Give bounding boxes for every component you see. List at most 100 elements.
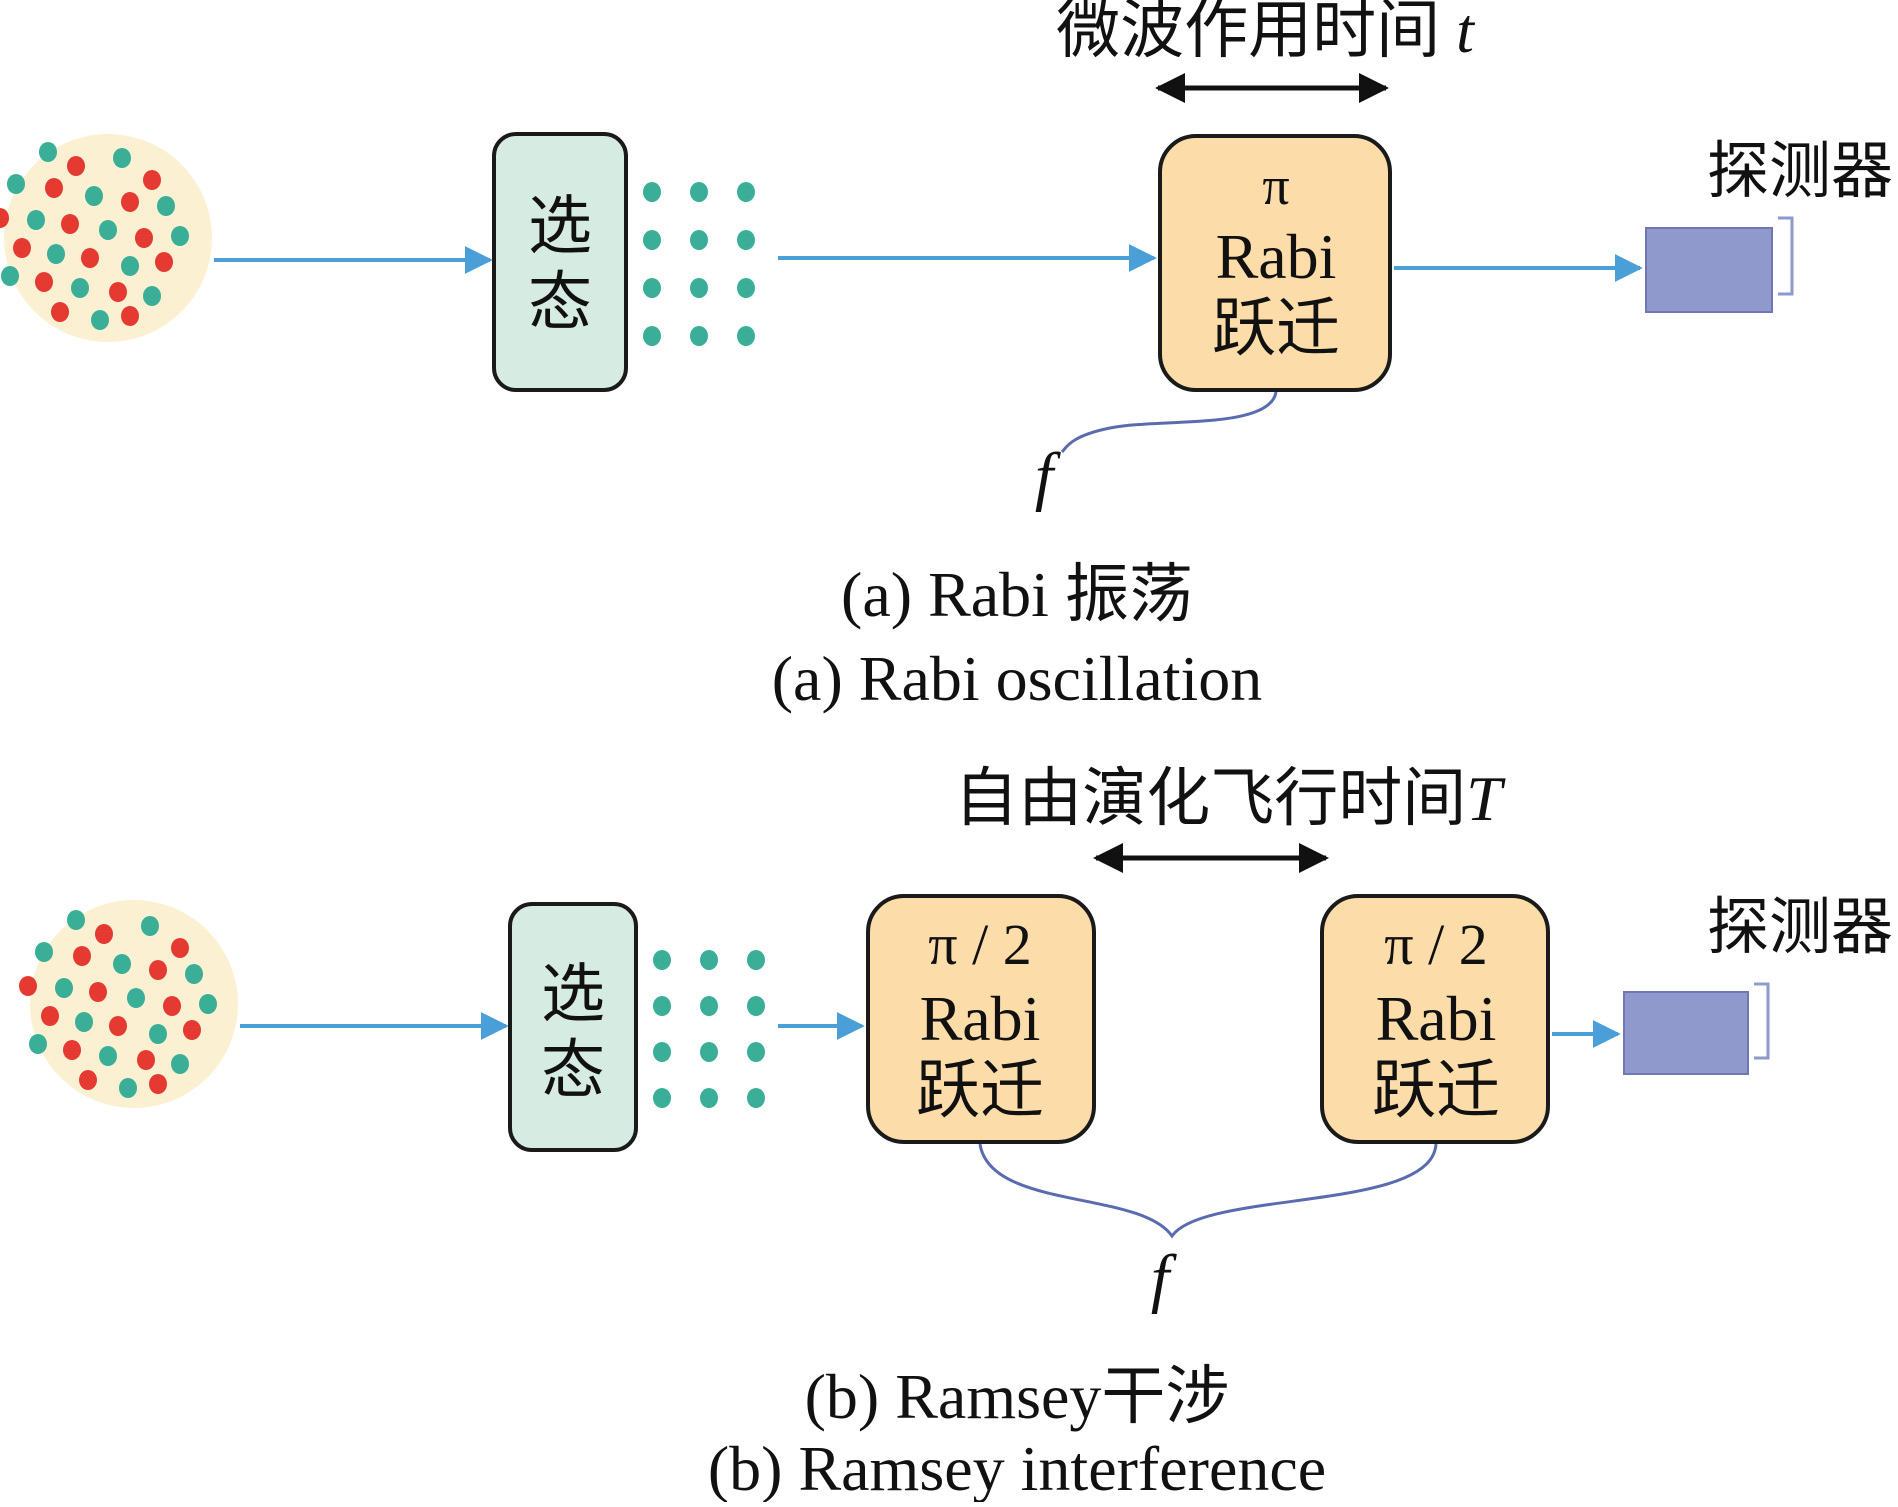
detector-b — [1623, 982, 1770, 1075]
atom-dot — [73, 946, 91, 966]
atom-dot — [747, 1088, 765, 1108]
state-select-box-a: 选 态 — [492, 132, 628, 392]
rabi-box-text: Rabi — [1216, 221, 1337, 292]
atom-dot — [35, 942, 53, 962]
panel-b: 选 态 自由演化飞行时间T π / 2 Rabi 跃迁 π / 2 Rabi 跃… — [19, 763, 1893, 1504]
select-box-text: 选 — [541, 959, 605, 1030]
atom-dot — [747, 1042, 765, 1062]
atom-dot — [0, 208, 9, 228]
rabi-transition-box-b1: π / 2 Rabi 跃迁 — [866, 894, 1096, 1144]
atom-dot — [185, 964, 203, 984]
atom-dot — [143, 286, 161, 306]
atom-dot — [643, 182, 661, 202]
atom-dot — [127, 988, 145, 1008]
atom-dot — [149, 1024, 167, 1044]
atom-dot — [99, 1046, 117, 1066]
atom-dot — [95, 924, 113, 944]
atom-dot — [747, 996, 765, 1016]
rabi-box-text: π — [1262, 156, 1289, 216]
atom-dot — [171, 1054, 189, 1074]
atom-dot — [41, 1006, 59, 1026]
atom-dot — [55, 978, 73, 998]
rabi-box-text: 跃迁 — [1372, 1055, 1500, 1126]
atom-dot — [71, 278, 89, 298]
frequency-label: f — [1035, 440, 1061, 513]
atom-cloud-a — [0, 134, 212, 342]
selected-atoms-grid — [643, 182, 755, 346]
atom-dot — [737, 182, 755, 202]
caption-b-en: (b) Ramsey interference — [708, 1433, 1326, 1502]
atom-dot — [27, 210, 45, 230]
atom-dot — [45, 178, 63, 198]
atom-dot — [39, 142, 57, 162]
rabi-transition-box-a: π Rabi 跃迁 — [1158, 134, 1392, 392]
atom-dot — [737, 278, 755, 298]
atom-dot — [747, 950, 765, 970]
select-box-text: 态 — [541, 1035, 605, 1106]
atom-dot — [690, 326, 708, 346]
caption-a-en: (a) Rabi oscillation — [772, 643, 1263, 714]
atom-dot — [67, 910, 85, 930]
atom-dot — [99, 220, 117, 240]
rabi-transition-box-b2: π / 2 Rabi 跃迁 — [1320, 894, 1550, 1144]
panel-a: 选 态 微波作用时间 t π Rabi 跃迁 f 探测器 (a) Rabi 振荡 — [0, 0, 1893, 714]
atom-dot — [121, 306, 139, 326]
atom-dot — [155, 252, 173, 272]
atom-dot — [63, 1040, 81, 1060]
atom-dot — [171, 938, 189, 958]
detector-label: 探测器 — [1707, 138, 1893, 206]
atom-dot — [35, 272, 53, 292]
atom-dot — [121, 192, 139, 212]
frequency-coupling-brace — [978, 1143, 1438, 1239]
atom-dot — [643, 278, 661, 298]
atom-dot — [47, 244, 65, 264]
atom-dot — [690, 182, 708, 202]
atom-dot — [85, 186, 103, 206]
atom-dot — [1, 266, 19, 286]
atom-dot — [653, 950, 671, 970]
atom-dot — [19, 976, 37, 996]
atom-dot — [700, 1042, 718, 1062]
atom-dot — [199, 994, 217, 1014]
atom-dot — [119, 1078, 137, 1098]
detector-a — [1645, 216, 1794, 313]
atom-dot — [157, 196, 175, 216]
atom-dot — [690, 278, 708, 298]
atom-dot — [653, 1042, 671, 1062]
atom-dot — [149, 960, 167, 980]
detector-label: 探测器 — [1707, 894, 1893, 962]
atom-dot — [653, 996, 671, 1016]
caption-b-cn: (b) Ramsey干涉 — [805, 1361, 1230, 1432]
atom-dot — [79, 1070, 97, 1090]
atom-dot — [700, 996, 718, 1016]
atom-cloud-b — [19, 900, 238, 1108]
rabi-box-text: π / 2 — [1384, 912, 1487, 977]
rabi-box-text: 跃迁 — [916, 1055, 1044, 1126]
atom-dot — [653, 1088, 671, 1108]
atom-dot — [113, 148, 131, 168]
atom-dot — [109, 282, 127, 302]
atom-dot — [91, 310, 109, 330]
frequency-coupling-line — [1060, 391, 1278, 454]
atom-dot — [75, 1012, 93, 1032]
caption-a-cn: (a) Rabi 振荡 — [841, 559, 1193, 630]
atom-dot — [643, 230, 661, 250]
atom-dot — [183, 1020, 201, 1040]
rabi-box-text: Rabi — [1376, 983, 1497, 1054]
atom-dot — [171, 226, 189, 246]
atom-dot — [13, 238, 31, 258]
atom-dot — [121, 256, 139, 276]
select-box-text: 选 — [528, 191, 592, 262]
rabi-box-text: 跃迁 — [1212, 293, 1340, 364]
atom-dot — [149, 1074, 167, 1094]
atom-dot — [700, 950, 718, 970]
atom-dot — [143, 170, 161, 190]
atom-dot — [137, 1050, 155, 1070]
atom-dots — [0, 142, 189, 330]
rabi-box-text: Rabi — [920, 983, 1041, 1054]
atom-dot — [61, 214, 79, 234]
selected-atoms-grid — [653, 950, 765, 1108]
atom-dot — [89, 982, 107, 1002]
interaction-time-label: 微波作用时间 t — [1056, 0, 1476, 66]
